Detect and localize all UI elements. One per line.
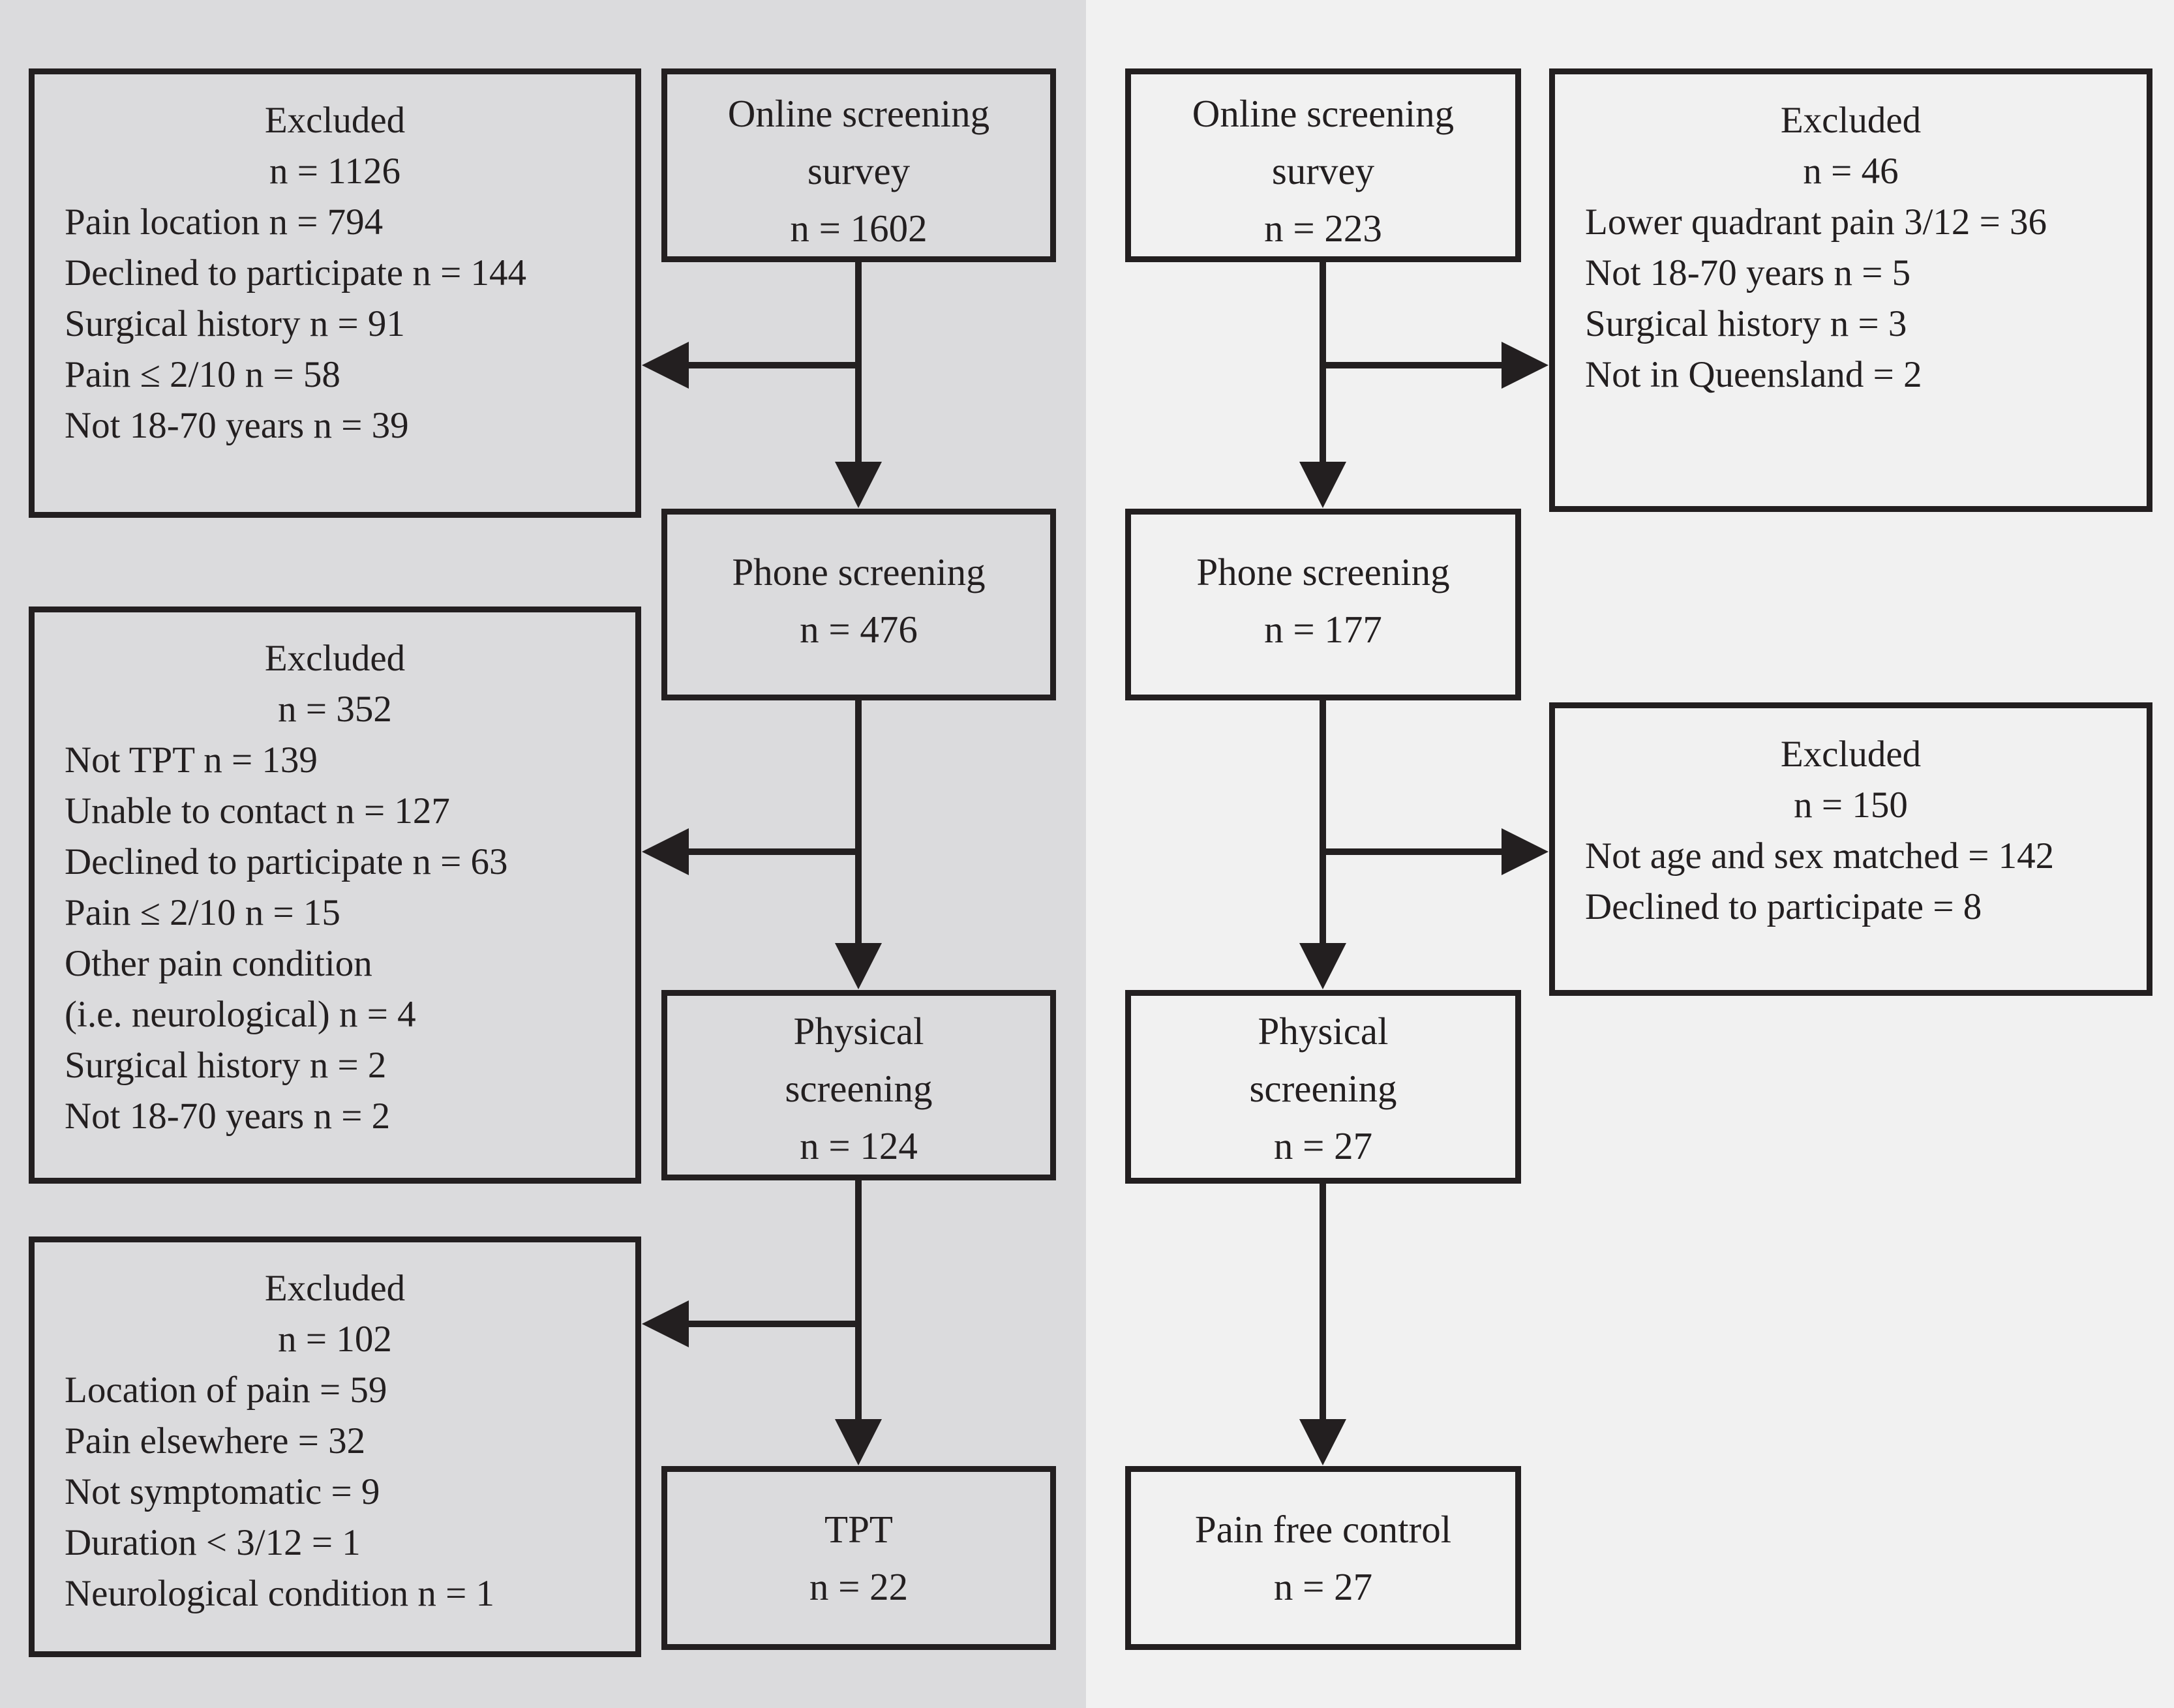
- excluded-item: Pain elsewhere = 32: [65, 1420, 366, 1461]
- excluded-title: Excluded: [264, 1268, 406, 1309]
- excluded-item: Pain ≤ 2/10 n = 58: [65, 354, 340, 395]
- flow-box-physical-screening-right: Physical screening n = 27: [1125, 990, 1521, 1184]
- flow-box-line: TPT: [824, 1508, 893, 1551]
- excluded-count: n = 150: [1794, 785, 1908, 826]
- excluded-box-online-right: Excluded n = 46 Lower quadrant pain 3/12…: [1549, 68, 2152, 512]
- flow-box-line: Online screening: [1192, 92, 1455, 135]
- excluded-title: Excluded: [1780, 100, 1922, 141]
- flow-box-line: screening: [785, 1067, 933, 1110]
- excluded-item: Unable to contact n = 127: [65, 790, 450, 832]
- excluded-item: Not 18-70 years n = 2: [65, 1096, 391, 1137]
- flow-box-line: survey: [1271, 149, 1375, 192]
- flow-box-line: Phone screening: [732, 550, 986, 593]
- flow-box-line: Phone screening: [1196, 550, 1450, 593]
- excluded-item: (i.e. neurological) n = 4: [65, 994, 416, 1035]
- excluded-item: Not in Queensland = 2: [1585, 354, 1922, 395]
- excluded-item: Surgical history n = 3: [1585, 303, 1907, 344]
- flow-box-phone-screening-left: Phone screening n = 476: [661, 509, 1056, 700]
- flow-box-phone-screening-right: Phone screening n = 177: [1125, 509, 1521, 700]
- flow-box-count: n = 124: [800, 1124, 918, 1167]
- excluded-box-physical-left: Excluded n = 102 Location of pain = 59 P…: [29, 1236, 641, 1657]
- flow-box-line: Pain free control: [1194, 1508, 1452, 1551]
- excluded-box-online-left: Excluded n = 1126 Pain location n = 794 …: [29, 68, 641, 518]
- flow-box-online-survey-left: Online screening survey n = 1602: [661, 68, 1056, 262]
- flow-box-count: n = 27: [1273, 1124, 1373, 1167]
- excluded-count: n = 1126: [269, 151, 401, 192]
- excluded-title: Excluded: [264, 638, 406, 679]
- flow-box-physical-screening-left: Physical screening n = 124: [661, 990, 1056, 1180]
- excluded-item: Pain ≤ 2/10 n = 15: [65, 892, 340, 933]
- excluded-item: Duration < 3/12 = 1: [65, 1522, 361, 1563]
- excluded-item: Pain location n = 794: [65, 202, 384, 243]
- excluded-item: Lower quadrant pain 3/12 = 36: [1585, 202, 2047, 243]
- excluded-count: n = 102: [278, 1319, 392, 1360]
- excluded-item: Other pain condition: [65, 943, 372, 984]
- excluded-item: Not TPT n = 139: [65, 740, 318, 781]
- excluded-box-phone-left: Excluded n = 352 Not TPT n = 139 Unable …: [29, 607, 641, 1184]
- flow-box-line: survey: [807, 149, 911, 192]
- flow-box-line: Physical: [1258, 1010, 1389, 1053]
- flow-box-count: n = 22: [809, 1565, 909, 1608]
- excluded-item: Location of pain = 59: [65, 1370, 387, 1411]
- excluded-item: Declined to participate n = 63: [65, 841, 508, 882]
- flow-box-count: n = 177: [1264, 608, 1382, 651]
- excluded-box-phone-right: Excluded n = 150 Not age and sex matched…: [1549, 702, 2152, 996]
- excluded-item: Not 18-70 years n = 5: [1585, 252, 1911, 293]
- excluded-item: Declined to participate n = 144: [65, 252, 526, 293]
- flow-box-count: n = 476: [800, 608, 918, 651]
- flow-box-pain-free-control: Pain free control n = 27: [1125, 1466, 1521, 1650]
- flow-box-count: n = 27: [1273, 1565, 1373, 1608]
- excluded-item: Not age and sex matched = 142: [1585, 835, 2055, 876]
- flow-box-count: n = 223: [1264, 207, 1382, 250]
- flow-box-count: n = 1602: [790, 207, 928, 250]
- excluded-item: Surgical history n = 91: [65, 303, 405, 344]
- excluded-title: Excluded: [264, 100, 406, 141]
- excluded-item: Declined to participate = 8: [1585, 886, 1982, 927]
- excluded-title: Excluded: [1780, 734, 1922, 775]
- excluded-count: n = 46: [1803, 151, 1899, 192]
- flow-box-line: screening: [1249, 1067, 1397, 1110]
- excluded-item: Not 18-70 years n = 39: [65, 405, 409, 446]
- flow-box-tpt: TPT n = 22: [661, 1466, 1056, 1650]
- flow-box-line: Online screening: [727, 92, 990, 135]
- flow-box-line: Physical: [793, 1010, 924, 1053]
- excluded-item: Neurological condition n = 1: [65, 1573, 495, 1614]
- flow-box-online-survey-right: Online screening survey n = 223: [1125, 68, 1521, 262]
- excluded-item: Surgical history n = 2: [65, 1045, 387, 1086]
- excluded-item: Not symptomatic = 9: [65, 1471, 380, 1512]
- excluded-count: n = 352: [278, 689, 392, 730]
